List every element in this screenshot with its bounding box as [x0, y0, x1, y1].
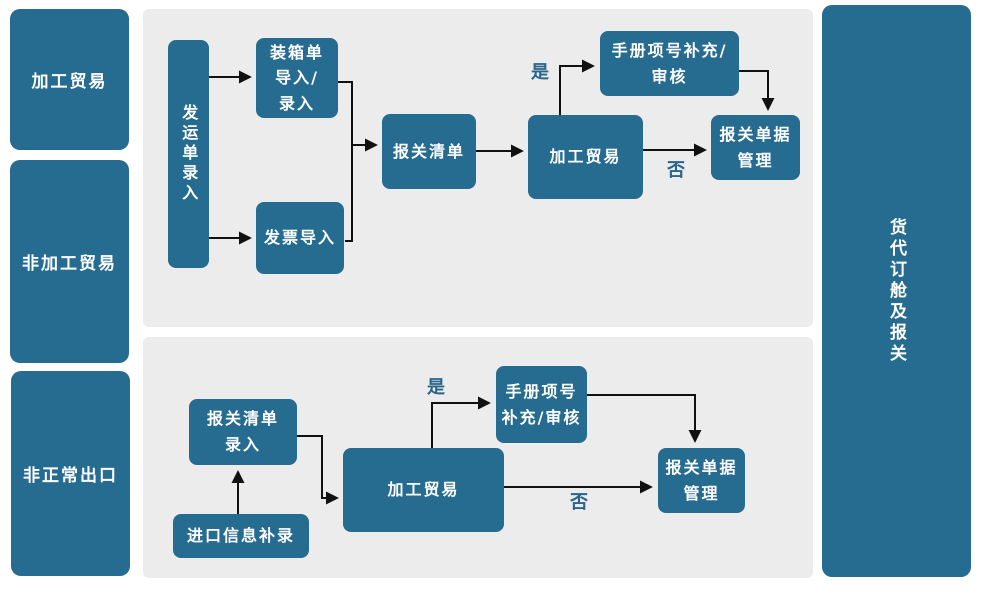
- node-label: 加工贸易: [387, 480, 460, 500]
- node-label: 发票导入: [263, 228, 336, 248]
- sidebar-item-abnormal-export: 非正常出口: [11, 371, 130, 576]
- decision-label-yes-top: 是: [531, 62, 549, 83]
- node-label: 进口信息补录: [186, 526, 295, 546]
- node-label: 装箱单 导入/ 录入: [269, 42, 324, 113]
- sidebar-item-non-processing-trade: 非加工贸易: [10, 160, 129, 363]
- sidebar-item-label: 加工贸易: [31, 72, 108, 92]
- sidebar-item-label: 非正常出口: [23, 466, 118, 486]
- node-declaration-list: 报关清单: [382, 114, 476, 189]
- node-label: 手册项号补充/ 审核: [611, 40, 728, 86]
- node-label: 报关清单 录入: [206, 409, 279, 454]
- node-declaration-doc-mgmt-2: 报关单据 管理: [658, 448, 745, 513]
- sidebar-item-label: 非加工贸易: [22, 254, 117, 274]
- node-manual-item-supplement-2: 手册项号 补充/审核: [496, 366, 587, 443]
- node-label: 手册项号 补充/审核: [501, 381, 582, 427]
- freight-booking-declaration-box: 货代订舱及报关: [822, 5, 971, 577]
- node-processing-trade-2: 加工贸易: [343, 448, 504, 532]
- node-import-info-supplement: 进口信息补录: [173, 514, 309, 558]
- node-declaration-doc-mgmt: 报关单据 管理: [711, 115, 800, 180]
- decision-label-no-top: 否: [667, 160, 685, 181]
- node-label: 发运单录入: [179, 104, 199, 204]
- node-label: 报关单据 管理: [719, 124, 792, 170]
- node-processing-trade: 加工贸易: [528, 115, 643, 199]
- node-packing-list-import: 装箱单 导入/ 录入: [256, 38, 338, 118]
- decision-label-yes-bottom: 是: [427, 377, 445, 398]
- freight-booking-declaration-label: 货代订舱及报关: [886, 217, 906, 365]
- decision-label-no-bottom: 否: [570, 492, 588, 513]
- node-invoice-import: 发票导入: [256, 202, 344, 274]
- node-label: 报关单据 管理: [665, 457, 738, 503]
- node-label: 报关清单: [392, 141, 465, 161]
- node-manual-item-supplement: 手册项号补充/ 审核: [600, 31, 739, 96]
- node-declaration-list-entry: 报关清单 录入: [189, 399, 297, 465]
- node-label: 加工贸易: [549, 147, 622, 167]
- node-shipping-order-entry: 发运单录入: [168, 40, 209, 268]
- sidebar-item-processing-trade: 加工贸易: [10, 9, 129, 150]
